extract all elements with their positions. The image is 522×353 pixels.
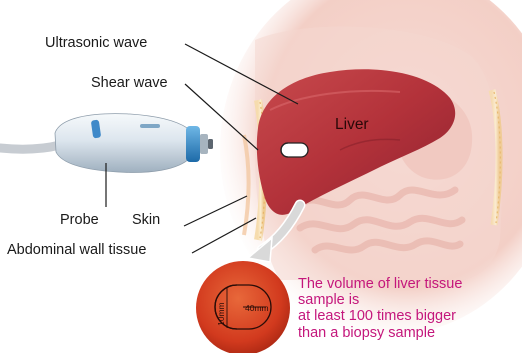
probe-label: Probe (60, 212, 99, 229)
liver-label: Liver (335, 116, 369, 133)
sample-width-label: 40mm (245, 303, 269, 313)
measurement-capsule (281, 143, 308, 157)
skin-label: Skin (132, 212, 160, 229)
tissue-sample-magnified (196, 261, 290, 353)
note-line: than a biopsy sample (298, 325, 520, 341)
sample-volume-note: The volume of liver tissue sample is at … (298, 276, 520, 341)
note-line: at least 100 times bigger (298, 308, 520, 324)
note-line: sample is (298, 292, 520, 308)
sample-height-label: 10mm (216, 302, 226, 326)
shear-wave-label: Shear wave (91, 75, 168, 92)
ultrasonic-wave-label: Ultrasonic wave (45, 35, 147, 52)
abdominal-wall-label: Abdominal wall tissue (7, 242, 146, 259)
note-line: The volume of liver tissue (298, 276, 520, 292)
